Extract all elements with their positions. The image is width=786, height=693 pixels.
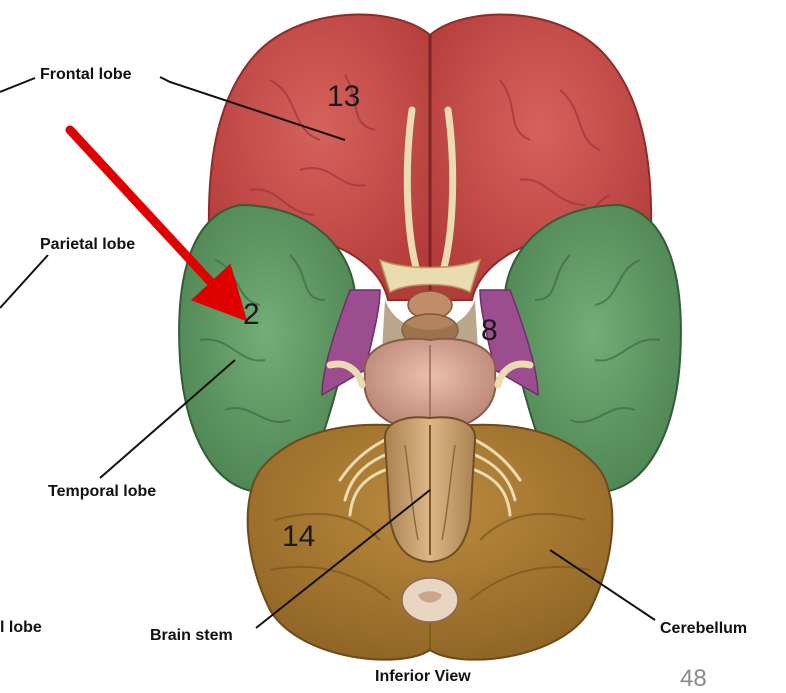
region-number-cerebellum: 14 xyxy=(282,522,315,552)
label-temporal-lobe: Temporal lobe xyxy=(48,484,156,500)
region-number-frontal: 13 xyxy=(327,82,360,112)
label-inferior-view: Inferior View xyxy=(375,669,471,685)
label-cerebellum: Cerebellum xyxy=(660,621,747,637)
red-arrow xyxy=(70,130,232,305)
slide-number: 48 xyxy=(680,667,707,691)
label-occipital-lobe-partial: l lobe xyxy=(0,620,42,636)
label-parietal-lobe: Parietal lobe xyxy=(40,237,135,253)
region-number-temporal: 2 xyxy=(243,300,260,330)
region-number-insula: 8 xyxy=(481,316,498,346)
label-frontal-lobe: Frontal lobe xyxy=(40,67,132,83)
label-brain-stem: Brain stem xyxy=(150,628,233,644)
